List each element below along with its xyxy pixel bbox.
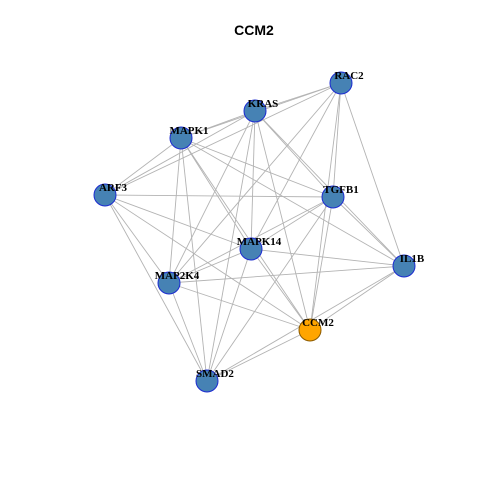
node-smad2: SMAD2	[195, 368, 234, 393]
edge-rac2-ccm2	[309, 82, 342, 331]
node-mapk14: MAPK14	[237, 236, 282, 261]
edge-mapk1-tgfb1	[180, 137, 334, 198]
node-label-ccm2: CCM2	[302, 317, 334, 329]
node-circle-rac2	[329, 71, 353, 95]
node-circle-mapk14	[239, 237, 263, 261]
node-label-rac2: RAC2	[334, 70, 364, 82]
node-label-mapk14: MAPK14	[237, 236, 282, 248]
edge-rac2-map2k4	[168, 82, 342, 284]
edge-mapk1-il1b	[180, 137, 405, 267]
edge-mapk1-mapk14	[180, 137, 252, 250]
edge-tgfb1-smad2	[206, 196, 334, 382]
node-circle-map2k4	[157, 271, 181, 295]
edge-il1b-ccm2	[309, 265, 405, 331]
node-label-smad2: SMAD2	[196, 368, 234, 380]
edge-tgfb1-mapk14	[250, 196, 334, 250]
edge-kras-tgfb1	[254, 110, 334, 198]
edge-rac2-mapk14	[250, 82, 342, 250]
node-circle-smad2	[195, 369, 219, 393]
edge-rac2-arf3	[104, 82, 342, 196]
node-label-map2k4: MAP2K4	[155, 270, 200, 282]
node-label-tgfb1: TGFB1	[323, 184, 358, 196]
edge-mapk1-ccm2	[180, 137, 311, 331]
edge-map2k4-smad2	[168, 282, 208, 382]
node-label-kras: KRAS	[248, 98, 279, 110]
edge-rac2-tgfb1	[332, 82, 342, 198]
edge-kras-mapk14	[250, 110, 256, 250]
edge-mapk14-map2k4	[168, 248, 252, 284]
edge-tgfb1-ccm2	[309, 196, 334, 331]
node-label-il1b: IL1B	[400, 253, 425, 265]
node-circle-kras	[243, 99, 267, 123]
edge-kras-smad2	[206, 110, 256, 382]
edge-il1b-map2k4	[168, 265, 405, 284]
edge-mapk14-il1b	[250, 248, 405, 267]
edge-mapk14-smad2	[206, 248, 252, 382]
graph-title: CCM2	[234, 22, 274, 38]
edge-kras-ccm2	[254, 110, 311, 331]
node-map2k4: MAP2K4	[155, 270, 200, 295]
edge-kras-mapk1	[180, 110, 256, 139]
edge-arf3-mapk14	[104, 194, 252, 250]
edge-mapk1-smad2	[180, 137, 208, 382]
edge-mapk1-arf3	[104, 137, 182, 196]
node-circle-il1b	[392, 254, 416, 278]
edge-arf3-smad2	[104, 194, 208, 382]
node-tgfb1: TGFB1	[321, 184, 359, 209]
node-ccm2: CCM2	[298, 317, 334, 342]
node-arf3: ARF3	[93, 182, 128, 207]
edge-map2k4-ccm2	[168, 282, 311, 331]
node-kras: KRAS	[243, 98, 279, 123]
node-circle-mapk1	[169, 126, 193, 150]
node-rac2: RAC2	[329, 70, 364, 95]
node-circle-ccm2	[298, 318, 322, 342]
edge-arf3-map2k4	[104, 194, 170, 284]
edge-kras-map2k4	[168, 110, 256, 284]
node-circle-arf3	[93, 183, 117, 207]
edge-layer	[104, 82, 405, 382]
node-label-arf3: ARF3	[99, 182, 128, 194]
node-il1b: IL1B	[392, 253, 425, 278]
edge-mapk14-ccm2	[250, 248, 311, 331]
node-label-mapk1: MAPK1	[169, 125, 208, 137]
node-circle-tgfb1	[321, 185, 345, 209]
edge-rac2-il1b	[340, 82, 405, 267]
node-mapk1: MAPK1	[169, 125, 209, 150]
edge-arf3-tgfb1	[104, 194, 334, 198]
edge-ccm2-smad2	[206, 329, 311, 382]
edge-mapk1-map2k4	[168, 137, 182, 284]
edge-tgfb1-il1b	[332, 196, 405, 267]
